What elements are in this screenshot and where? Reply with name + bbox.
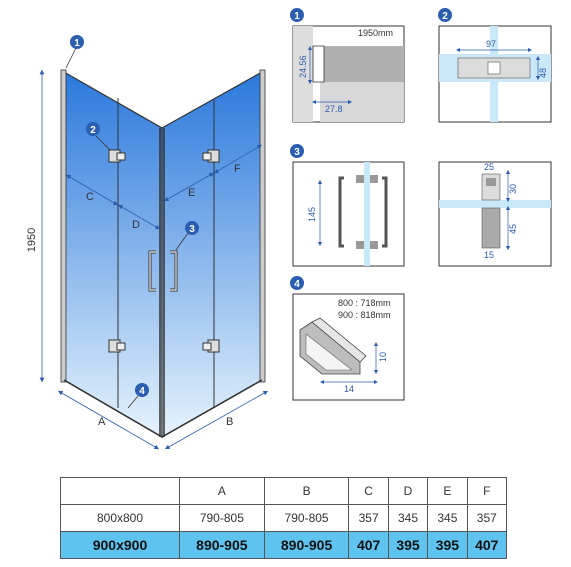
detail3-side-dim: 145: [307, 207, 317, 222]
left-wall-profile: [60, 69, 67, 383]
shower-diagram: 1950 A B C D E F 1 2 3 4: [26, 8, 552, 450]
dim-label-e: E: [188, 187, 195, 199]
table-header-cell: B: [263, 477, 350, 505]
table-cell: 357: [466, 504, 508, 532]
hinge-lower-dim: 45: [508, 224, 518, 234]
badge-1: 1: [65, 35, 84, 69]
table-header-cell: D: [387, 477, 429, 505]
table-header-cell: E: [427, 477, 468, 505]
table-cell: 800x800: [60, 504, 180, 532]
svg-text:3: 3: [294, 147, 300, 158]
svg-text:3: 3: [189, 224, 195, 235]
table-cell: 890-905: [263, 531, 350, 559]
table-header-row: A B C D E F: [60, 477, 508, 505]
detail-1: 1 1950mm 24.56 27.8: [290, 8, 405, 123]
badge-2: 2: [86, 122, 111, 151]
dim-label-c: C: [86, 191, 94, 203]
table-cell: 345: [387, 504, 429, 532]
dim-label-a: A: [98, 416, 106, 428]
dim-label-d: D: [132, 219, 140, 231]
svg-text:4: 4: [139, 386, 145, 397]
height-label: 1950: [26, 228, 38, 252]
hinge-upper-dim: 30: [508, 184, 518, 194]
table-cell: 395: [387, 531, 429, 559]
table-cell: 890-905: [179, 531, 265, 559]
table-header-cell: F: [466, 477, 508, 505]
svg-text:4: 4: [294, 279, 300, 290]
detail2-top-dim: 97: [486, 39, 496, 49]
detail4-side-dim: 10: [378, 352, 388, 362]
table-cell: 407: [466, 531, 508, 559]
detail2-side-dim: 48: [538, 68, 548, 78]
table-cell: 790-805: [263, 504, 350, 532]
table-cell: 395: [427, 531, 468, 559]
table-cell: 345: [427, 504, 468, 532]
svg-text:2: 2: [90, 125, 96, 136]
table-cell: 900x900: [60, 531, 180, 559]
svg-text:1: 1: [74, 38, 80, 49]
right-wall-profile: [259, 69, 266, 383]
detail-3: 3 145: [290, 144, 405, 267]
table-cell: 357: [348, 504, 389, 532]
svg-text:1: 1: [294, 11, 300, 22]
hinge-bottom-dim: 15: [484, 250, 494, 260]
svg-text:2: 2: [442, 11, 448, 22]
table-row: 800x800 790-805 790-805 357 345 345 357: [60, 504, 508, 532]
table-row-highlighted: 900x900 890-905 890-905 407 395 395 407: [60, 531, 508, 559]
height-dimension: 1950: [26, 69, 45, 383]
panel-dimensions: C D E F: [65, 144, 263, 231]
detail-hinge: 25 30 45 15: [438, 161, 552, 267]
detail1-top-dim: 1950mm: [358, 28, 393, 38]
table-header-cell: [60, 477, 180, 505]
left-glass-panel: [63, 70, 163, 439]
badge-3: 3: [175, 221, 199, 251]
detail4-line2: 900 : 818mm: [338, 310, 391, 320]
badge-4: 4: [127, 383, 149, 409]
detail-4: 4 800 : 718mm 900 : 818mm 10 14: [290, 276, 405, 401]
detail-2: 2 97 48: [438, 8, 552, 123]
table-header-cell: C: [348, 477, 389, 505]
detail1-bottom-dim: 27.8: [325, 104, 343, 114]
dim-label-f: F: [234, 163, 241, 175]
dim-label-b: B: [226, 416, 233, 428]
dimensions-table: A B C D E F 800x800 790-805 790-805 357 …: [60, 477, 508, 559]
detail4-bottom-dim: 14: [344, 384, 354, 394]
table-cell: 407: [348, 531, 389, 559]
detail1-side-dim: 24.56: [298, 55, 308, 78]
detail4-line1: 800 : 718mm: [338, 298, 391, 308]
hinge-top-dim: 25: [484, 162, 494, 172]
shower-enclosure: [60, 69, 266, 439]
table-header-cell: A: [179, 477, 265, 505]
table-cell: 790-805: [179, 504, 265, 532]
width-dimensions: A B: [57, 390, 269, 450]
